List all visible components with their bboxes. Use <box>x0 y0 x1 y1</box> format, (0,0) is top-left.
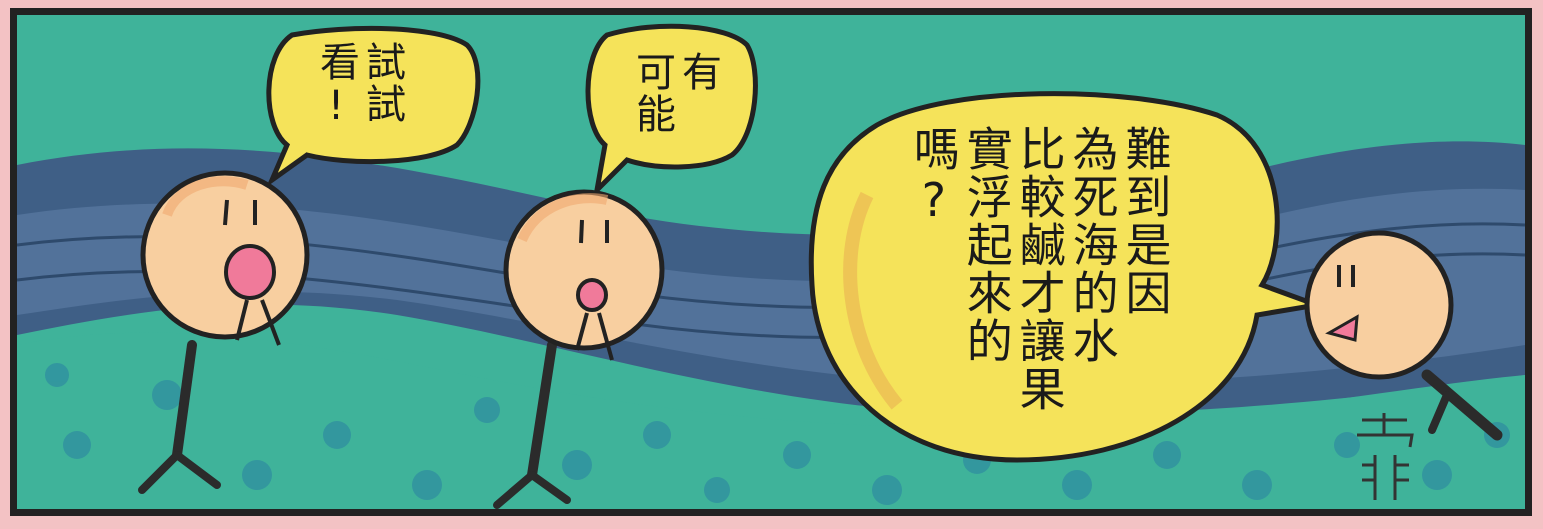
ground-dots <box>45 363 1510 505</box>
bubble-shade <box>843 191 903 410</box>
character-right <box>1304 230 1503 441</box>
ground <box>17 332 1525 509</box>
bubble-text-left: 試試 看! <box>313 41 405 131</box>
comic-scene <box>17 15 1525 509</box>
speech-bubble-middle <box>585 23 758 198</box>
character-left <box>138 170 310 494</box>
comic-panel: 試試 看! 有 可能 難到是因 為死海的水 比較鹹才讓果 實浮起來的 嗎? <box>10 8 1532 516</box>
character-middle <box>493 189 665 509</box>
bubble-text-middle: 有 可能 <box>629 51 721 135</box>
bubble-text-right: 難到是因 為死海的水 比較鹹才讓果 實浮起來的 嗎? <box>906 125 1173 413</box>
speech-bubble-right <box>808 91 1327 463</box>
speech-bubble-left <box>266 25 481 188</box>
signature-mark <box>1357 413 1414 500</box>
